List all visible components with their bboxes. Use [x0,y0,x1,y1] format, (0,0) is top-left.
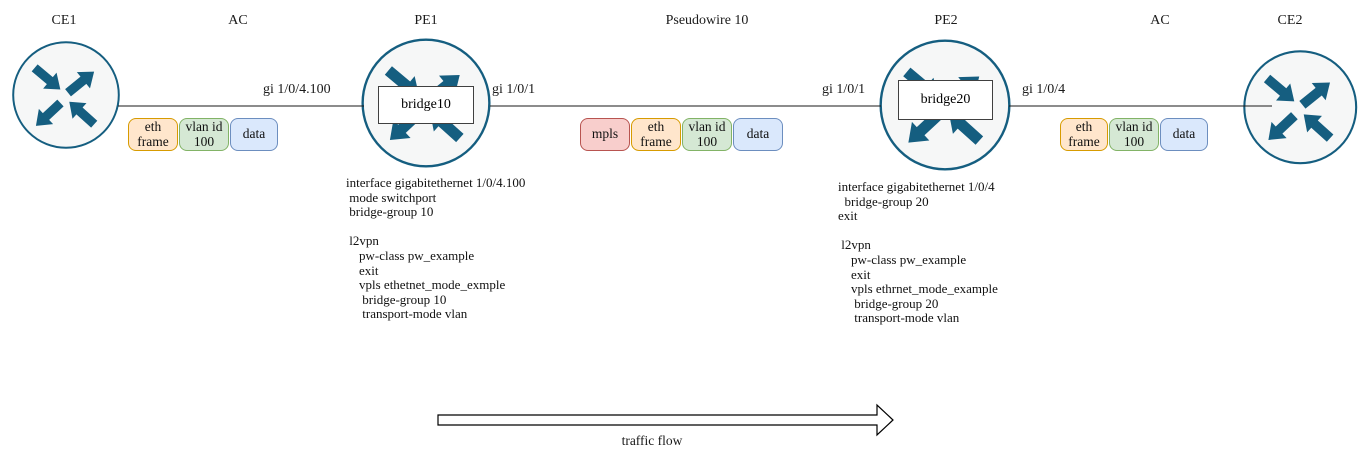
label-pseudowire: Pseudowire 10 [665,13,749,28]
frame-data: data [1160,118,1208,151]
frame-mpls: mpls [580,118,630,151]
frame-eth-frame: eth frame [631,118,681,151]
frame-eth-frame: eth frame [128,118,178,151]
interface-label-pe2-right: gi 1/0/4 [1022,82,1066,97]
frame-data: data [230,118,278,151]
interface-label-pe2-left: gi 1/0/1 [822,82,866,97]
router-icon-ce2 [1243,50,1358,165]
label-ac-right: AC [1150,13,1170,28]
pe2-config-text: interface gigabitethernet 1/0/4 bridge-g… [838,179,998,326]
label-pe2: PE2 [934,13,958,28]
interface-label-pe1-left: gi 1/0/4.100 [263,82,331,97]
label-ac-left: AC [228,13,248,28]
pe1-config-text: interface gigabitethernet 1/0/4.100 mode… [346,175,526,322]
frame-eth-frame: eth frame [1060,118,1108,151]
frame-stack-ac-left: eth frame vlan id 100 data [128,118,278,151]
traffic-flow-label: traffic flow [621,433,683,448]
frame-vlan-id: vlan id 100 [179,118,229,151]
bridge10-box: bridge10 [378,86,474,124]
label-ce1: CE1 [51,13,77,28]
router-icon-ce1 [12,41,120,149]
label-pe1: PE1 [414,13,438,28]
bridge20-box: bridge20 [898,80,993,120]
frame-stack-ac-right: eth frame vlan id 100 data [1060,118,1208,151]
traffic-flow-arrow [437,403,894,437]
interface-label-pe1-right: gi 1/0/1 [492,82,536,97]
frame-vlan-id: vlan id 100 [1109,118,1159,151]
frame-vlan-id: vlan id 100 [682,118,732,151]
label-ce2: CE2 [1277,13,1303,28]
frame-stack-pseudowire: mpls eth frame vlan id 100 data [580,118,783,151]
frame-data: data [733,118,783,151]
